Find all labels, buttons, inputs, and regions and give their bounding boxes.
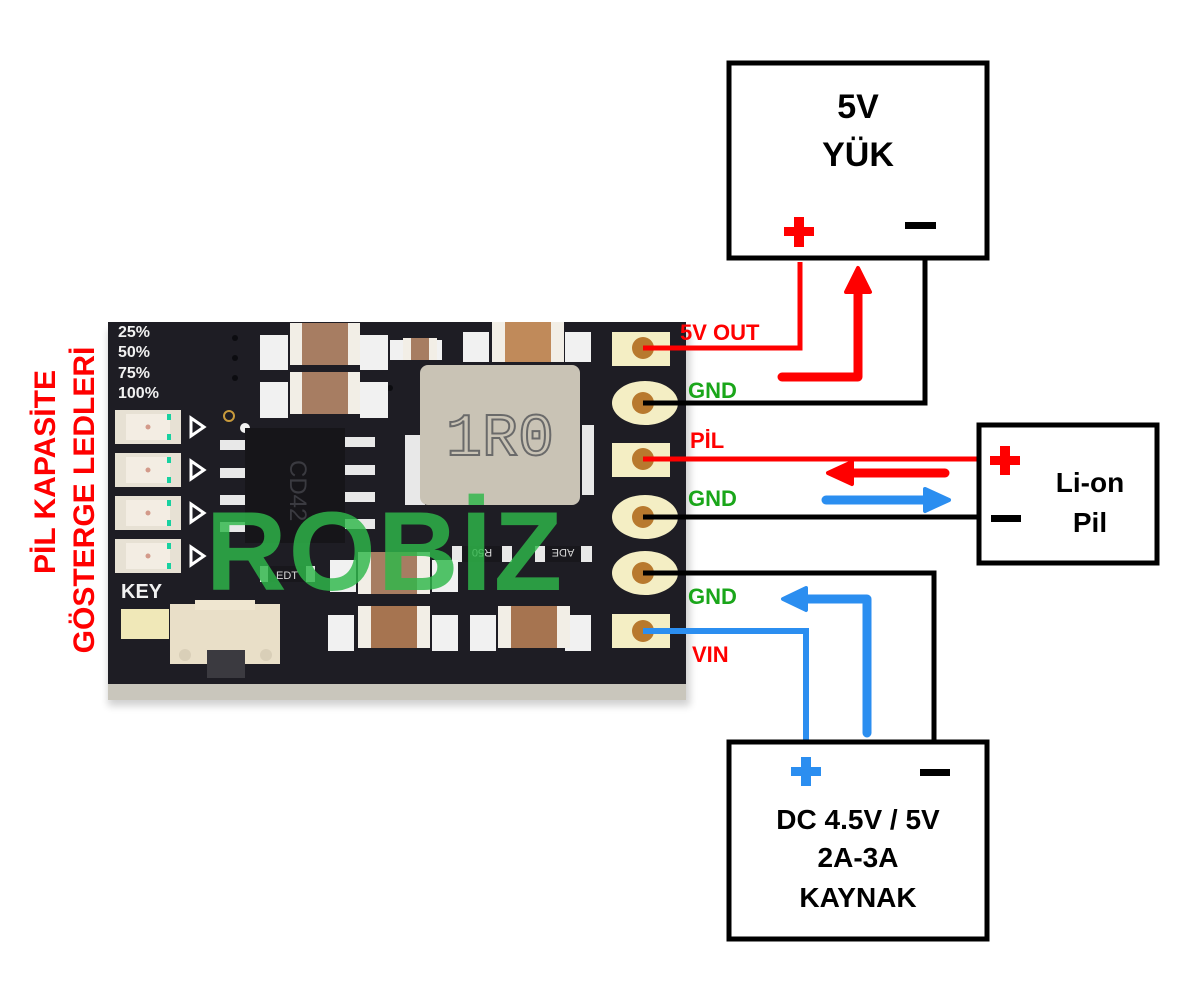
svg-text:ADE: ADE	[552, 546, 575, 558]
led-1	[115, 410, 181, 444]
pin-vin	[612, 614, 670, 648]
source-box-line1: DC 4.5V / 5V	[776, 804, 940, 835]
led-level-100: 100%	[118, 385, 159, 402]
capacitor-c5	[328, 606, 458, 651]
watermark: ROBİZ	[206, 489, 564, 614]
pin-label-vin: VIN	[692, 642, 729, 667]
capacitor-c6	[470, 606, 591, 651]
wire-gnd-to-source-minus	[643, 570, 937, 742]
pin-label-5v-out: 5V OUT	[680, 320, 760, 345]
load-box-line1: 5V	[837, 88, 879, 126]
wire-gnd-to-load-minus	[643, 258, 928, 406]
inductor: 1R0	[405, 365, 594, 505]
led-level-75: 75%	[118, 365, 150, 382]
small-capacitor	[390, 338, 442, 360]
charger-module-board: 25% 50% 75% 100%	[108, 322, 690, 706]
battery-minus-icon	[991, 515, 1021, 522]
key-label: KEY	[121, 581, 163, 603]
pin-label-gnd-2: GND	[688, 486, 737, 511]
resistor-ade: ADE	[535, 546, 592, 562]
battery-discharge-arrow	[826, 460, 950, 486]
resistor-edt: EDT	[260, 566, 315, 582]
key-button[interactable]	[170, 600, 280, 678]
source-box: DC 4.5V / 5V 2A-3A KAYNAK	[726, 739, 990, 942]
resistor-r50: R50	[452, 546, 512, 562]
battery-charge-arrow	[821, 487, 951, 513]
source-plus-icon	[791, 757, 821, 786]
key-pad	[121, 609, 169, 639]
indicator-leds	[115, 410, 207, 573]
wire-vin-to-source-plus	[643, 628, 809, 742]
load-box-line2: YÜK	[822, 136, 894, 174]
flow-arrows	[777, 266, 951, 738]
side-label-line2: GÖSTERGE LEDLERİ	[68, 347, 101, 654]
led-level-50: 50%	[118, 344, 150, 361]
led-4	[115, 539, 181, 573]
battery-box: Li-on Pil	[976, 422, 1160, 566]
led-direction-marks	[189, 415, 207, 568]
pin-label-gnd-3: GND	[688, 584, 737, 609]
svg-text:EDT: EDT	[276, 570, 298, 582]
battery-box-line2: Pil	[1073, 507, 1107, 538]
load-plus-icon	[784, 217, 814, 247]
load-box: 5V YÜK	[726, 60, 990, 261]
led-level-25: 25%	[118, 324, 150, 341]
capacitor-c4	[330, 552, 458, 594]
load-minus-icon	[905, 222, 936, 229]
source-box-line3: KAYNAK	[799, 882, 916, 913]
test-point	[223, 410, 235, 422]
charger-ic: CD42	[220, 428, 375, 543]
pin-labels: 5V OUT GND PİL GND GND VIN	[680, 320, 760, 667]
wire-5v-out-to-load-plus	[643, 262, 803, 351]
capacitor-c2	[260, 372, 388, 418]
inductor-marking: 1R0	[446, 406, 554, 474]
pin-label-battery: PİL	[690, 428, 724, 453]
led-3	[115, 496, 181, 530]
ic-marking: CD42	[284, 460, 311, 521]
led-2	[115, 453, 181, 487]
capacitor-c1	[260, 323, 388, 370]
wires	[643, 258, 978, 742]
side-label-line1: PİL KAPASİTE	[29, 370, 62, 574]
battery-capacity-led-label: PİL KAPASİTE GÖSTERGE LEDLERİ	[29, 347, 101, 654]
vias	[232, 335, 393, 391]
battery-box-line1: Li-on	[1056, 467, 1124, 498]
led-level-labels: 25% 50% 75% 100%	[118, 324, 159, 402]
pin-label-gnd-1: GND	[688, 378, 737, 403]
source-minus-icon	[920, 769, 950, 776]
svg-text:R50: R50	[472, 546, 492, 558]
input-flow-arrow	[781, 586, 872, 738]
source-box-line2: 2A-3A	[818, 842, 899, 873]
battery-plus-icon	[990, 446, 1020, 475]
capacitor-c3	[463, 322, 591, 362]
output-flow-arrow	[777, 266, 872, 382]
